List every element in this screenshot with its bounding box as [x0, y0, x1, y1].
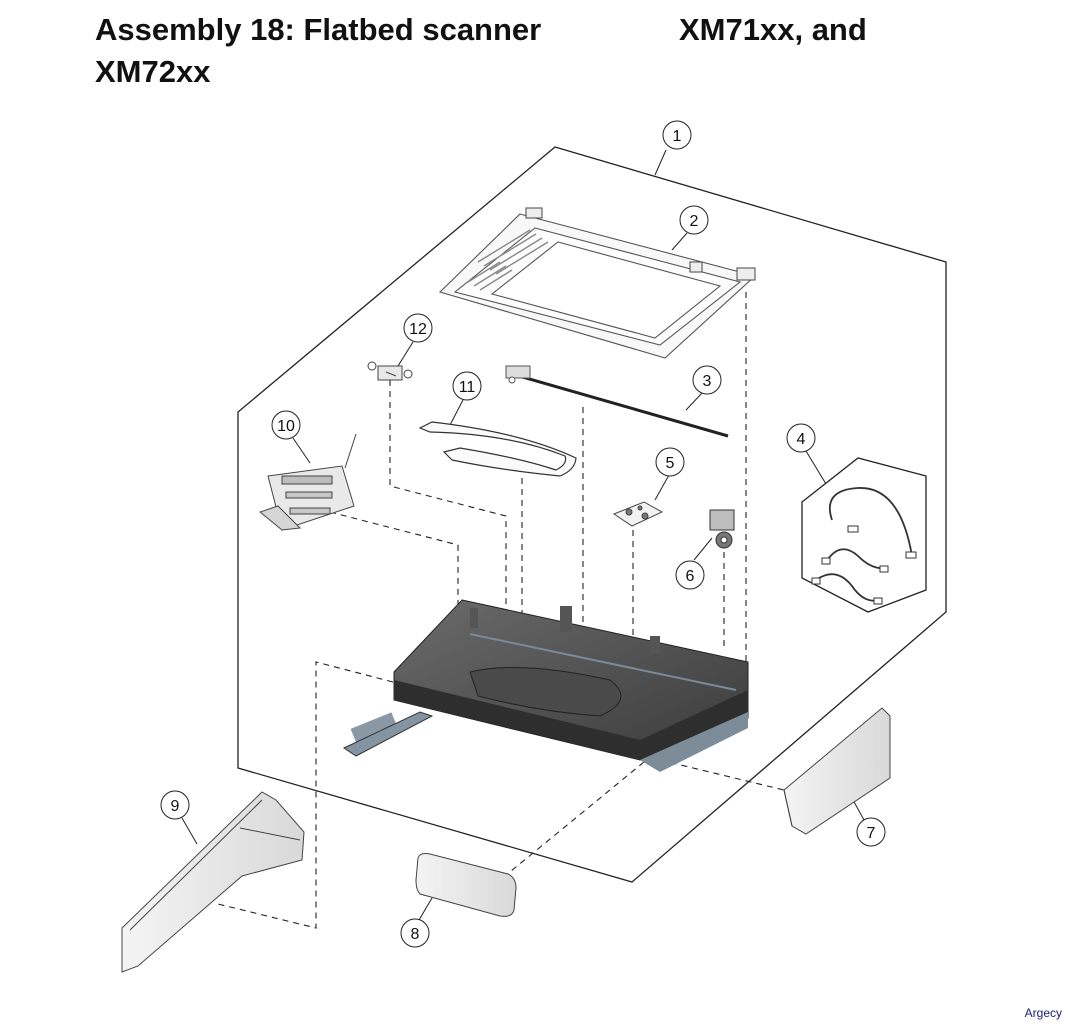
- model-list: XM71xx, and: [679, 12, 867, 47]
- svg-text:12: 12: [409, 321, 427, 338]
- callout-1: [662, 120, 692, 150]
- svg-text:11: 11: [459, 379, 476, 396]
- callout-8: [400, 918, 430, 948]
- svg-text:8: 8: [411, 926, 420, 943]
- callout-11: [452, 371, 482, 401]
- svg-text:5: 5: [666, 455, 675, 472]
- page-title: Assembly 18: Flatbed scanner: [95, 12, 542, 47]
- svg-text:1: 1: [673, 128, 682, 145]
- callout-2: [679, 205, 709, 235]
- callout-10: [271, 410, 301, 440]
- callout-9: [160, 790, 190, 820]
- cable-kit: [801, 457, 927, 613]
- svg-text:7: 7: [867, 825, 876, 842]
- scanner-base-tray: [342, 599, 749, 772]
- assembly-outline: [237, 146, 947, 883]
- callout-4: [786, 423, 816, 453]
- brand-footer: Argecy: [1024, 1006, 1062, 1020]
- callout-3: [692, 365, 722, 395]
- svg-text:10: 10: [277, 418, 295, 435]
- scanner-glass-frame: [438, 207, 757, 359]
- right-side-cover: [783, 707, 891, 835]
- callout-7: [856, 817, 886, 847]
- hinge-bracket: [367, 361, 413, 381]
- callout-6: [675, 560, 705, 590]
- model-list-continued: XM72xx: [95, 54, 211, 89]
- scan-module: [258, 433, 357, 531]
- scanner-motor: [709, 509, 735, 549]
- callout-12: [403, 313, 433, 343]
- callout-bubbles: 1 2 3 4 5 6 7 8 9 10 11 12: [160, 120, 886, 948]
- svg-text:4: 4: [797, 431, 806, 448]
- sensor-board: [612, 501, 664, 527]
- flat-cable: [418, 421, 577, 477]
- svg-text:9: 9: [171, 798, 180, 815]
- left-side-cover: [121, 791, 305, 973]
- carriage-rail: [505, 365, 729, 438]
- callout-5: [655, 447, 685, 477]
- svg-text:6: 6: [686, 568, 695, 585]
- svg-text:3: 3: [703, 373, 712, 390]
- leader-lines: [181, 149, 865, 921]
- svg-text:2: 2: [690, 213, 699, 230]
- front-cover: [415, 853, 517, 917]
